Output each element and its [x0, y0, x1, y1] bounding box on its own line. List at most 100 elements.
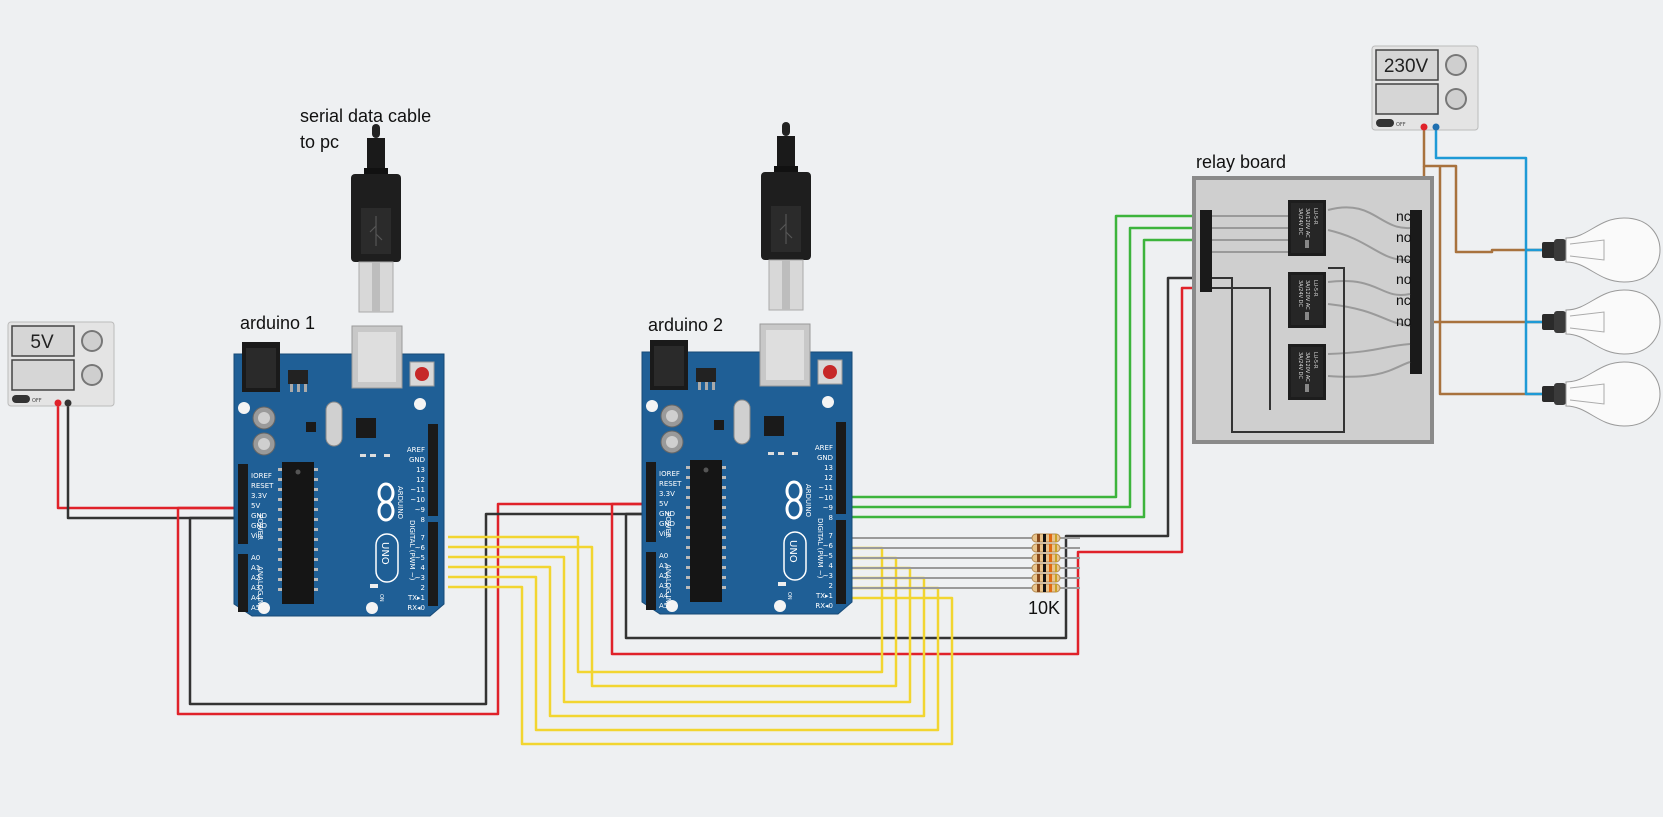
- arduino-1-label: arduino 1: [240, 313, 315, 333]
- pin-label: ~6: [823, 542, 834, 550]
- wire-a1-a2-black: [188, 512, 654, 706]
- pin-label: ~11: [818, 484, 833, 492]
- pin-label: 13: [824, 464, 833, 472]
- resistor[interactable]: [1013, 573, 1081, 583]
- relay-rating-dc: 3A/24V DC: [1297, 352, 1303, 380]
- pin-label: Vin: [659, 530, 670, 538]
- on-label: ON: [378, 594, 384, 602]
- pin-label: A5: [251, 604, 260, 612]
- relay-name: LU-5-R: [1312, 208, 1318, 225]
- relay-name: LU-5-R: [1312, 352, 1318, 369]
- on-label: ON: [786, 592, 792, 600]
- pin-label: ~9: [823, 504, 833, 512]
- analog-header-label: ANALOG IN: [256, 566, 264, 605]
- resistor[interactable]: [1013, 553, 1081, 563]
- relay-input-header: [1200, 210, 1212, 292]
- digital-header-label: DIGITAL (PWM ~): [816, 518, 824, 579]
- resistor[interactable]: [1013, 563, 1081, 573]
- pin-label: A1: [659, 562, 668, 570]
- knob-icon[interactable]: [1445, 54, 1467, 76]
- pin-label: ~5: [823, 552, 833, 560]
- psu-off-label: OFF: [1396, 122, 1406, 128]
- relay-contact-label: no: [1396, 313, 1412, 329]
- pin-label: RX◂0: [815, 602, 833, 610]
- arduino-model-label: UNO: [379, 542, 390, 565]
- pin-label: 8: [421, 516, 425, 524]
- wire-psu-black: [66, 403, 248, 520]
- pin-label: 7: [421, 534, 425, 542]
- pin-label: A4: [251, 594, 261, 602]
- pin-label: A5: [659, 602, 668, 610]
- bulb-icon[interactable]: [1541, 361, 1661, 427]
- relay-rating-ac: 3A/120V AC: [1304, 280, 1310, 310]
- pin-label: 4: [829, 562, 834, 570]
- arduino-2-board[interactable]: ARDUINO UNO POWER ANALOG IN DIGITAL (PWM…: [640, 322, 854, 616]
- pin-label: ~9: [415, 506, 425, 514]
- pin-label: 3.3V: [659, 490, 675, 498]
- relay-module: LU-5-R 3A/120V AC 3A/24V DC: [1288, 200, 1326, 256]
- digital-header-label: DIGITAL (PWM ~): [408, 520, 416, 581]
- pin-label: A3: [659, 582, 668, 590]
- psu-negative-terminal[interactable]: [1432, 123, 1440, 131]
- reset-button[interactable]: [823, 365, 837, 379]
- usb-icon: [779, 214, 793, 244]
- arduino-brand-label: ARDUINO: [804, 484, 812, 517]
- resistor[interactable]: [1013, 583, 1081, 593]
- pin-label: A2: [251, 574, 260, 582]
- pin-label: GND: [409, 456, 425, 464]
- pin-label: AREF: [815, 444, 833, 452]
- psu-positive-terminal[interactable]: [54, 399, 62, 407]
- pin-label: A0: [659, 552, 668, 560]
- usb-plug-1[interactable]: [350, 123, 402, 313]
- arduino-2-label: arduino 2: [648, 315, 723, 335]
- resistor-value-label: 10K: [1028, 598, 1060, 618]
- pin-label: RESET: [251, 482, 274, 490]
- pin-label: 2: [829, 582, 833, 590]
- relay-rating-ac: 3A/120V AC: [1304, 208, 1310, 238]
- psu-negative-terminal[interactable]: [64, 399, 72, 407]
- psu-positive-terminal[interactable]: [1420, 123, 1428, 131]
- pin-label: 3.3V: [251, 492, 267, 500]
- pin-label: 7: [829, 532, 833, 540]
- pin-label: GND: [817, 454, 833, 462]
- bulb-icon[interactable]: [1541, 217, 1661, 283]
- wire-a2-relay-red: [610, 286, 1206, 656]
- reset-button[interactable]: [415, 367, 429, 381]
- relay-contact-label: nc: [1396, 208, 1411, 224]
- relay-board-label: relay board: [1196, 152, 1286, 172]
- power-supply-230v[interactable]: 230V OFF: [1371, 45, 1479, 131]
- pin-label: ~10: [818, 494, 833, 502]
- analog-header-label: ANALOG IN: [664, 564, 672, 603]
- arduino-model-label: UNO: [787, 540, 798, 563]
- pin-label: 8: [829, 514, 833, 522]
- pin-label: Vin: [251, 532, 262, 540]
- pin-label: A3: [251, 584, 260, 592]
- pin-label: 2: [421, 584, 425, 592]
- wire-a1-a2-red: [176, 502, 654, 716]
- arduino-brand-label: ARDUINO: [396, 486, 404, 519]
- relay-module: LU-5-R 3A/120V AC 3A/24V DC: [1288, 272, 1326, 328]
- pin-label: ~5: [415, 554, 425, 562]
- arduino-1-board[interactable]: ARDUINO UNO POWER ANALOG IN DIGITAL (PWM…: [232, 324, 446, 618]
- pin-label: ~3: [823, 572, 833, 580]
- resistor-array: [1013, 533, 1081, 593]
- relay-rating-dc: 3A/24V DC: [1297, 280, 1303, 308]
- knob-icon[interactable]: [81, 330, 103, 352]
- usb-plug-2[interactable]: [760, 121, 812, 311]
- bulb-icon[interactable]: [1541, 289, 1661, 355]
- serial-cable-label-line2: to pc: [300, 132, 339, 152]
- pin-label: 12: [416, 476, 425, 484]
- psu-230v-display: 230V: [1384, 56, 1429, 77]
- relay-rating-ac: 3A/120V AC: [1304, 352, 1310, 382]
- pin-label: 13: [416, 466, 425, 474]
- pin-label: IOREF: [659, 470, 680, 478]
- pin-label: TX▸1: [407, 594, 425, 602]
- power-supply-5v[interactable]: 5V OFF: [7, 321, 115, 407]
- relay-board[interactable]: LU-5-R 3A/120V AC 3A/24V DC LU-5-R 3A/12…: [1192, 176, 1434, 444]
- relay-contact-label: nc: [1396, 250, 1411, 266]
- relay-contact-label: nc: [1396, 292, 1411, 308]
- resistor[interactable]: [1013, 543, 1081, 553]
- pin-label: ~10: [410, 496, 425, 504]
- pin-label: GND: [659, 510, 675, 518]
